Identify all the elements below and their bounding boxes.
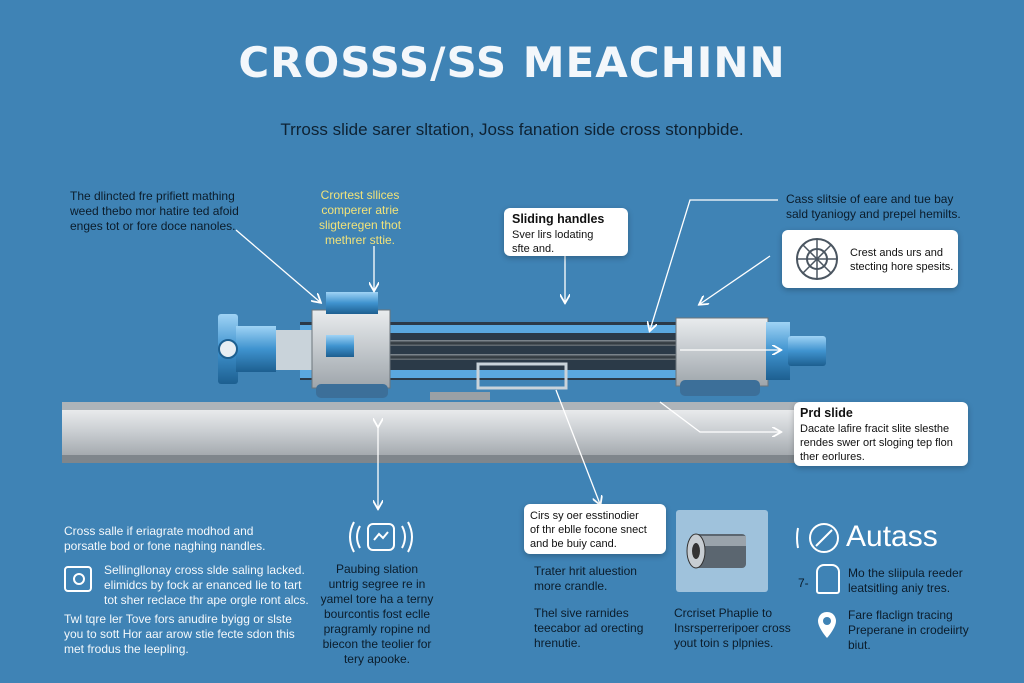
- bottom-mid-3: Crcriset Phaplie to Insrsperreripoer cro…: [674, 606, 791, 650]
- callout-top-right: Cass slitsie of eare and tue bay sald ty…: [786, 192, 961, 221]
- gear-icon: [796, 238, 838, 280]
- left-carriage: [311, 292, 391, 398]
- bottom-right-2: Fare flaclign tracing Preperane in crode…: [848, 608, 969, 652]
- callout-top-left: The dlincted fre prifiett mathing weed t…: [70, 189, 239, 233]
- rail-slide-title: Prd slide: [800, 406, 853, 420]
- callout-top-center: Crortest sllices comperer atrie sligtere…: [318, 188, 402, 247]
- bottom-left-1: Cross salle if eriagrate modhod and pors…: [64, 524, 266, 553]
- rail-slide-box: Prd slide Dacate lafire fracit slite sle…: [794, 402, 968, 466]
- bottom-left-3: Twl tqre ler Tove fors anudire byigg or …: [64, 612, 295, 656]
- ruler-icon: [796, 523, 839, 553]
- sliding-handles-box: Sliding handles Sver lirs lodating sfte …: [504, 208, 628, 256]
- autass-heading: Autass: [846, 520, 938, 553]
- page-title: CROSSS/SS MEACHINN: [238, 38, 786, 87]
- bottom-right-num: 7-: [798, 576, 809, 590]
- bottom-mid-1: Trater hrit aluestion more crandle.: [534, 564, 637, 593]
- gear-box-text: Crest ands urs and stecting hore spesits…: [850, 247, 954, 273]
- sound-wave-icon: [349, 521, 413, 553]
- bottom-center: Paubing slation untrig segree re in yame…: [320, 562, 434, 666]
- cylinder-icon: [676, 510, 768, 592]
- page-subtitle: Trross slide sarer sltation, Joss fanati…: [280, 120, 744, 139]
- bottom-left-2: Sellingllonay cross slde saling lacked. …: [104, 563, 309, 607]
- left-handwheel[interactable]: [218, 314, 316, 384]
- mid-box: Cirs sy oer esstinodier of thr eblle foc…: [524, 504, 666, 554]
- gauge-icon: [64, 566, 92, 592]
- sliding-handles-body: Sver lirs lodating sfte and.: [512, 229, 594, 255]
- bottom-right-1: Mo the sliipula reeder leatsitling aniy …: [848, 566, 963, 595]
- mini-slide-icon: [816, 564, 840, 594]
- rail-slide-body: Dacate lafire fracit slite slesthe rende…: [800, 423, 953, 463]
- gear-box: Crest ands urs and stecting hore spesits…: [782, 230, 958, 288]
- sliding-handles-title: Sliding handles: [512, 212, 605, 226]
- bottom-mid-2: Thel sive rarnides teecabor ad orecting …: [534, 606, 644, 650]
- right-carriage: [675, 317, 826, 396]
- map-pin-icon: [818, 612, 836, 638]
